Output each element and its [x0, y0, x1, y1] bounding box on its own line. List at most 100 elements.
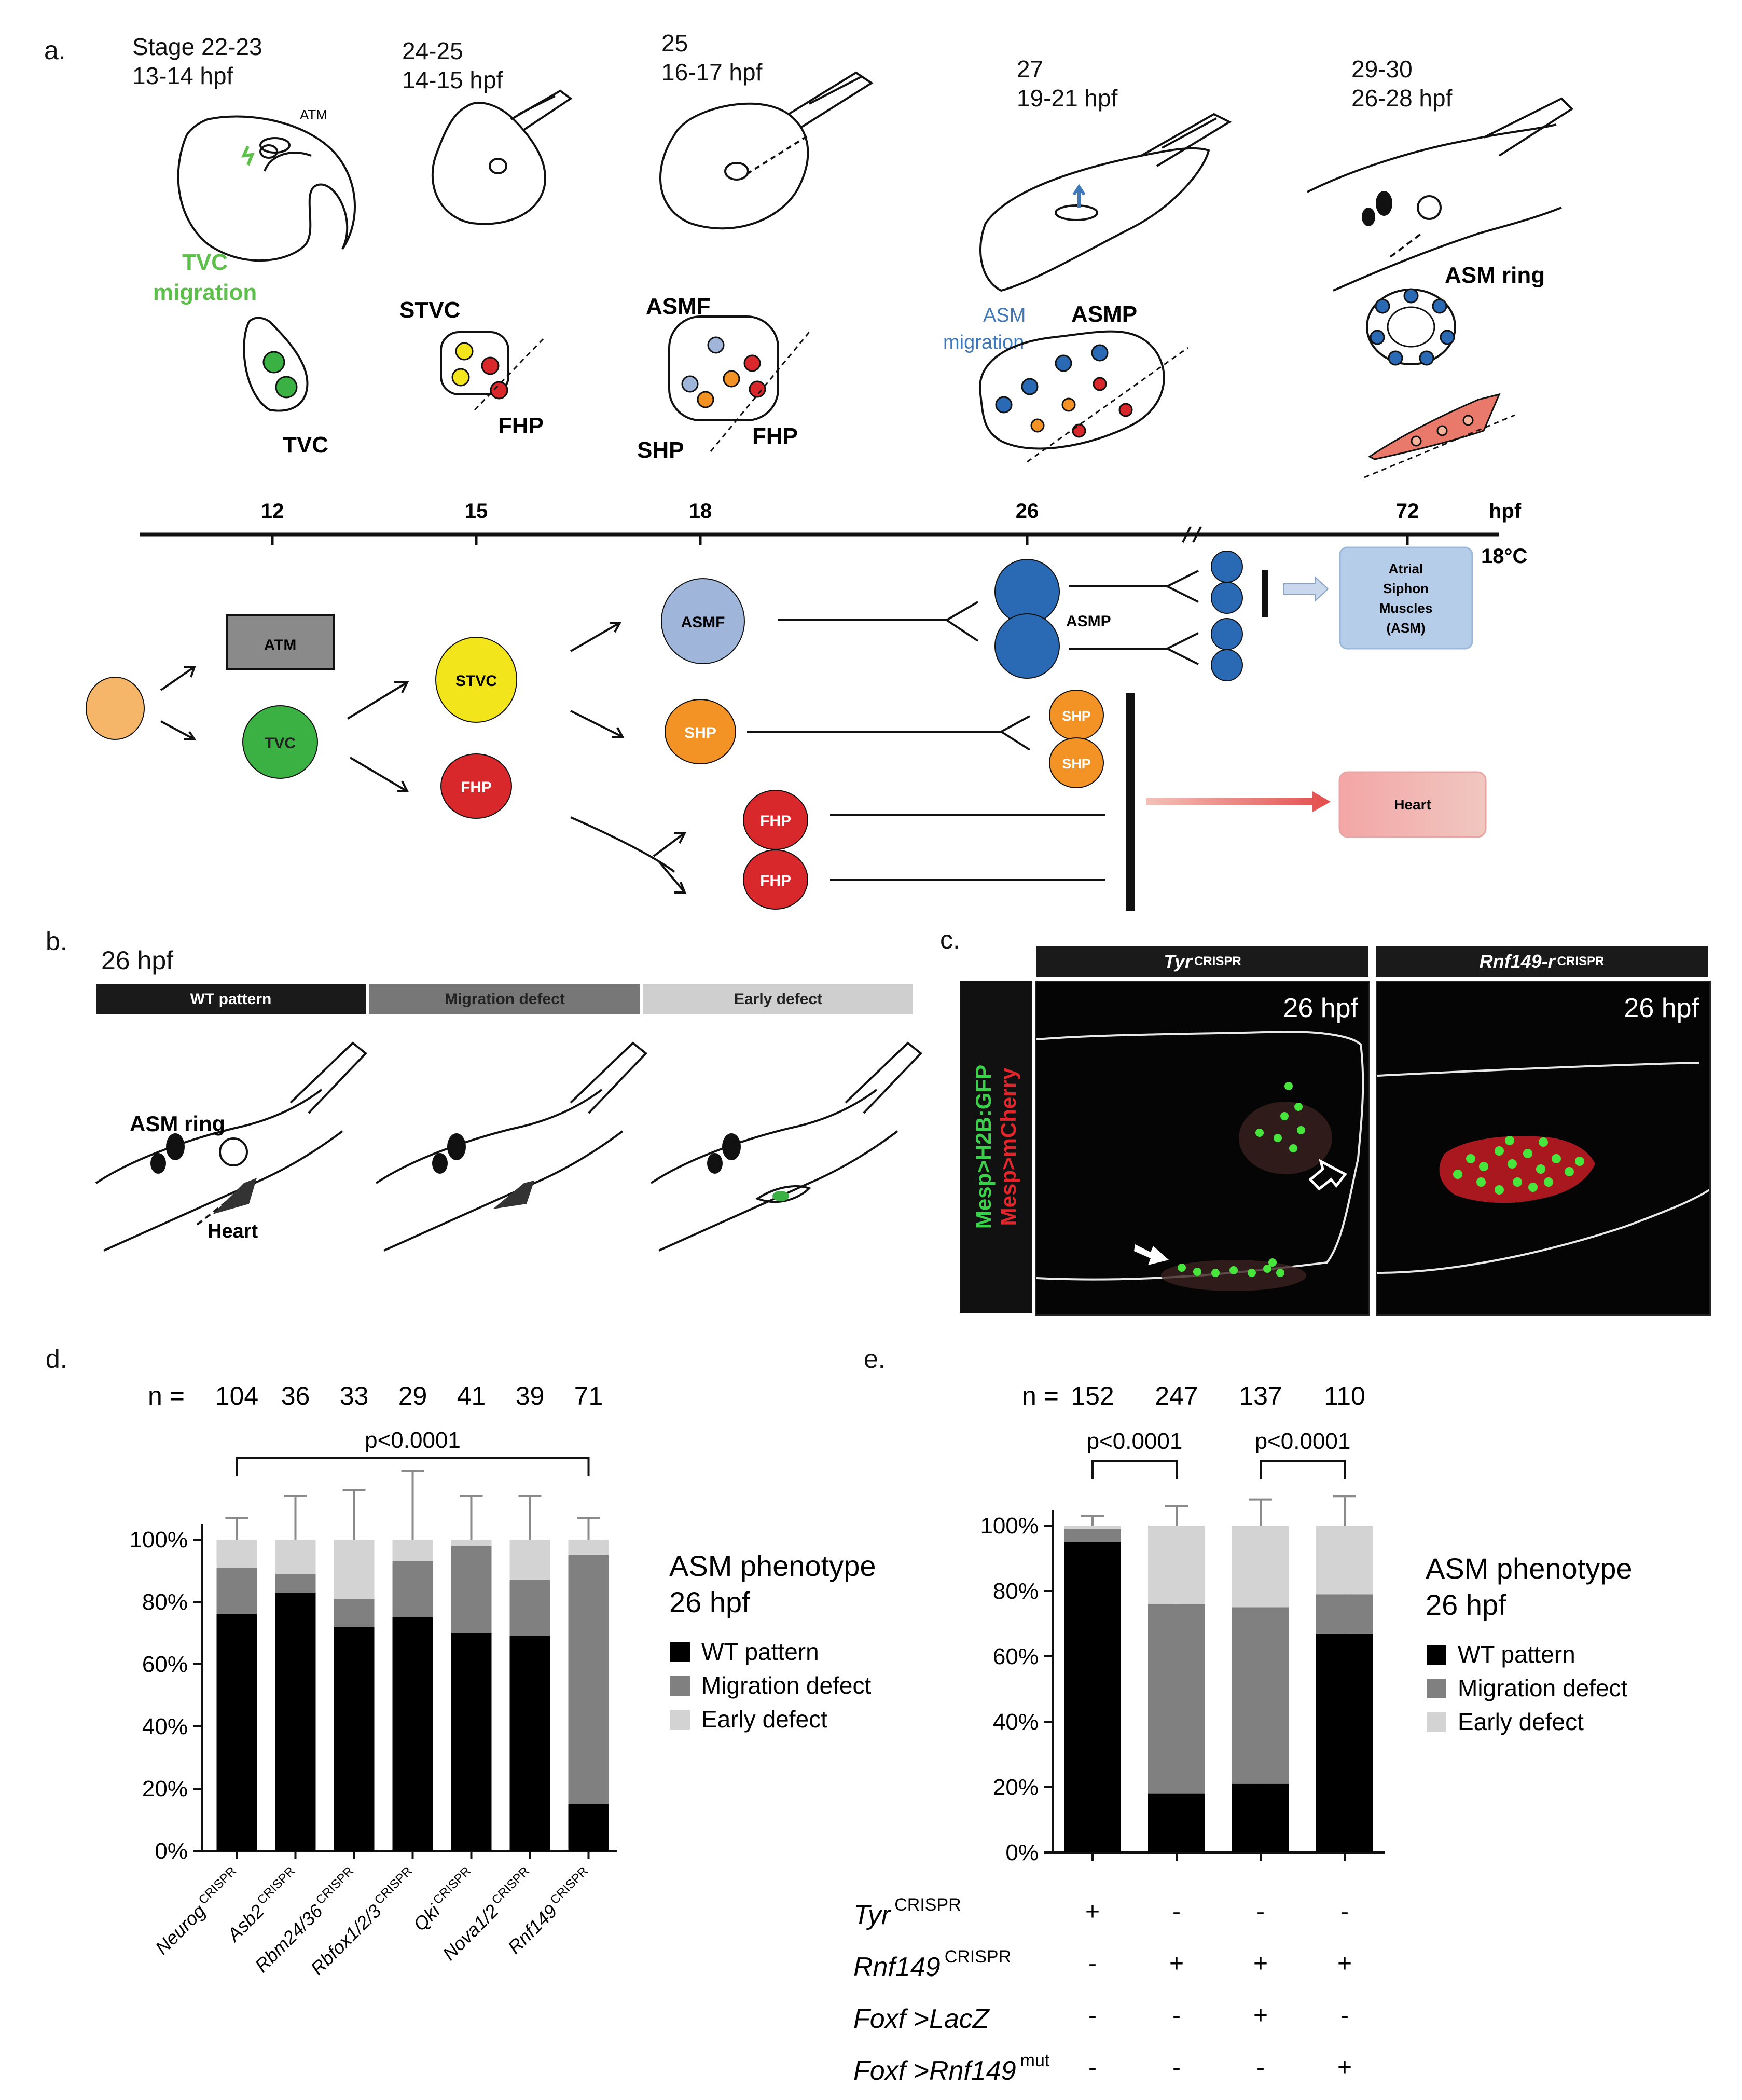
chart-e-bar-1-migration-defect — [1064, 1529, 1121, 1542]
shp-node-b — [1049, 737, 1104, 788]
panel-c-header-tyr-gene: Tyr — [1164, 951, 1192, 972]
panel-b-embryo-migration — [375, 1041, 647, 1252]
founder-cell — [86, 677, 145, 740]
chart-e-ytick-label: 60% — [993, 1644, 1039, 1669]
fhp-label-1: FHP — [498, 413, 544, 438]
stage-2-stage: 24-25 — [402, 37, 463, 64]
panel-a-drawings: ATM TVC migration TVC ST — [86, 71, 1574, 911]
shp-node-label: SHP — [684, 724, 716, 742]
chart-d-legend-title-2: 26 hpf — [669, 1586, 750, 1618]
chart-e-mark-2-3: + — [1253, 1950, 1268, 1978]
chart-d-bar-1-migration-defect — [216, 1568, 257, 1614]
panel-b-header-migration: Migration defect — [369, 984, 640, 1014]
temperature-label: 18°C — [1481, 545, 1527, 568]
chart-e-ytick-label: 100% — [980, 1513, 1039, 1539]
chart-d-legend-swatch-3 — [670, 1710, 690, 1730]
chart-d-n-3: 33 — [340, 1381, 369, 1410]
panel-a-letter: a. — [44, 36, 66, 65]
stage-1-label: Stage 22-23 13-14 hpf — [132, 32, 262, 90]
chart-e-condition-3: Foxf >LacZ — [853, 2004, 990, 2034]
chart-e-mark-2-4: + — [1337, 1950, 1352, 1978]
asm-box-line-3: Muscles — [1379, 600, 1433, 616]
chart-e-pvalue-1: p<0.0001 — [1087, 1429, 1183, 1454]
chart-e-bar-3-early-defect — [1232, 1526, 1289, 1608]
shp-label: SHP — [637, 437, 684, 463]
panel-b-wt-spot-b — [150, 1153, 166, 1174]
panel-d-letter: d. — [46, 1344, 67, 1374]
tvc-migration-label-1: TVC — [182, 250, 228, 275]
stvc-node — [435, 637, 517, 723]
chart-e-legend-label-3: Early defect — [1458, 1708, 1584, 1735]
chart-e-ytick-label: 40% — [993, 1709, 1039, 1735]
panel-b-wt-spot-a — [166, 1133, 185, 1160]
chart-e-pvalue-2: p<0.0001 — [1255, 1429, 1351, 1454]
micrograph-rnf149: 26 hpf — [1376, 981, 1711, 1316]
chart-d-n-2: 36 — [281, 1381, 310, 1410]
chart-e-bar-2-migration-defect — [1148, 1604, 1205, 1794]
panel-c-side-green-label: Mesp>H2B:GFP — [971, 1064, 996, 1229]
chart-e-n-1: 152 — [1071, 1381, 1114, 1410]
asmf-cluster — [668, 315, 810, 452]
panel-b-mig-spot-b — [432, 1153, 448, 1174]
chart-d-n-6: 39 — [516, 1381, 545, 1410]
chart-d-pvalue: p<0.0001 — [365, 1428, 461, 1453]
chart-d-bar-3-wt-pattern — [334, 1627, 375, 1851]
tick-18: 18 — [689, 500, 712, 523]
chart-e-bar-1-wt-pattern — [1064, 1542, 1121, 1852]
asm-box — [1339, 546, 1473, 650]
chart-e-n-3: 137 — [1239, 1381, 1282, 1410]
chart-e-bar-4-early-defect — [1316, 1526, 1373, 1595]
chart-d-bar-7-wt-pattern — [568, 1804, 609, 1851]
chart-d-bar-2-migration-defect — [275, 1574, 316, 1593]
panel-b-asm-ring-label: ASM ring — [130, 1111, 225, 1136]
chart-d-legend-swatch-1 — [670, 1642, 690, 1662]
panel-b-header-early: Early defect — [643, 984, 913, 1014]
chart-d-n-5: 41 — [457, 1381, 486, 1410]
chart-e-mark-1-1: + — [1085, 1898, 1100, 1926]
stvc-node-label: STVC — [455, 672, 497, 690]
tick-72: 72 — [1396, 500, 1419, 523]
asm-daughter-2 — [1211, 582, 1243, 614]
chart-e-legend-swatch-1 — [1427, 1645, 1446, 1665]
chart-d-legend-swatch-2 — [670, 1676, 690, 1696]
heart-block-bar — [1126, 693, 1135, 911]
chart-d-n-4: 29 — [398, 1381, 427, 1410]
tvc-cell-1 — [262, 351, 285, 374]
chart-e-legend-swatch-2 — [1427, 1679, 1446, 1698]
fhp-node-label: FHP — [461, 779, 492, 796]
atm-box — [226, 614, 335, 670]
fhp-label-2: FHP — [752, 423, 798, 449]
fhp-node-b-label: FHP — [760, 872, 791, 889]
tvc-label: TVC — [283, 432, 328, 458]
chart-d-n-1: 104 — [215, 1381, 258, 1410]
chart-d-n-7: 71 — [574, 1381, 603, 1410]
chart-d-legend-label-3: Early defect — [701, 1706, 827, 1733]
panel-b-embryo-wt — [95, 1041, 367, 1252]
chart-e-mark-2-2: + — [1169, 1950, 1184, 1978]
chart-d-bar-7-early-defect — [568, 1540, 609, 1555]
embryo-sketch-1 — [177, 115, 356, 262]
chart-d-bar-4-wt-pattern — [392, 1617, 433, 1851]
chart-d-bar-7-migration-defect — [568, 1555, 609, 1804]
chart-e-mark-1-2: - — [1172, 1898, 1181, 1926]
asm-daughter-3 — [1211, 618, 1243, 650]
tvc-cell-2 — [275, 376, 298, 399]
panel-c-header-rnf-sup: CRISPR — [1557, 954, 1605, 968]
chart-d-n-label: n = — [148, 1381, 185, 1410]
asm-box-line-4: (ASM) — [1386, 620, 1425, 636]
chart-e-ytick-label: 20% — [993, 1775, 1039, 1800]
chart-d-bar-5-migration-defect — [451, 1546, 492, 1633]
chart-d-bar-3-early-defect — [334, 1540, 375, 1599]
panel-b-header-wt: WT pattern — [96, 984, 366, 1014]
atm-box-label: ATM — [264, 637, 297, 654]
panel-b-mig-spot-a — [447, 1133, 466, 1160]
chart-e-legend-label-1: WT pattern — [1458, 1641, 1575, 1668]
chart-e-n-2: 247 — [1155, 1381, 1198, 1410]
chart-e-mark-1-3: - — [1256, 1898, 1265, 1926]
asmp-label: ASMP — [1071, 301, 1137, 327]
stage-1-stage: Stage 22-23 — [132, 33, 262, 60]
chart-e-bar-4-wt-pattern — [1316, 1633, 1373, 1852]
micrograph-rnf-svg — [1377, 1062, 1709, 1274]
